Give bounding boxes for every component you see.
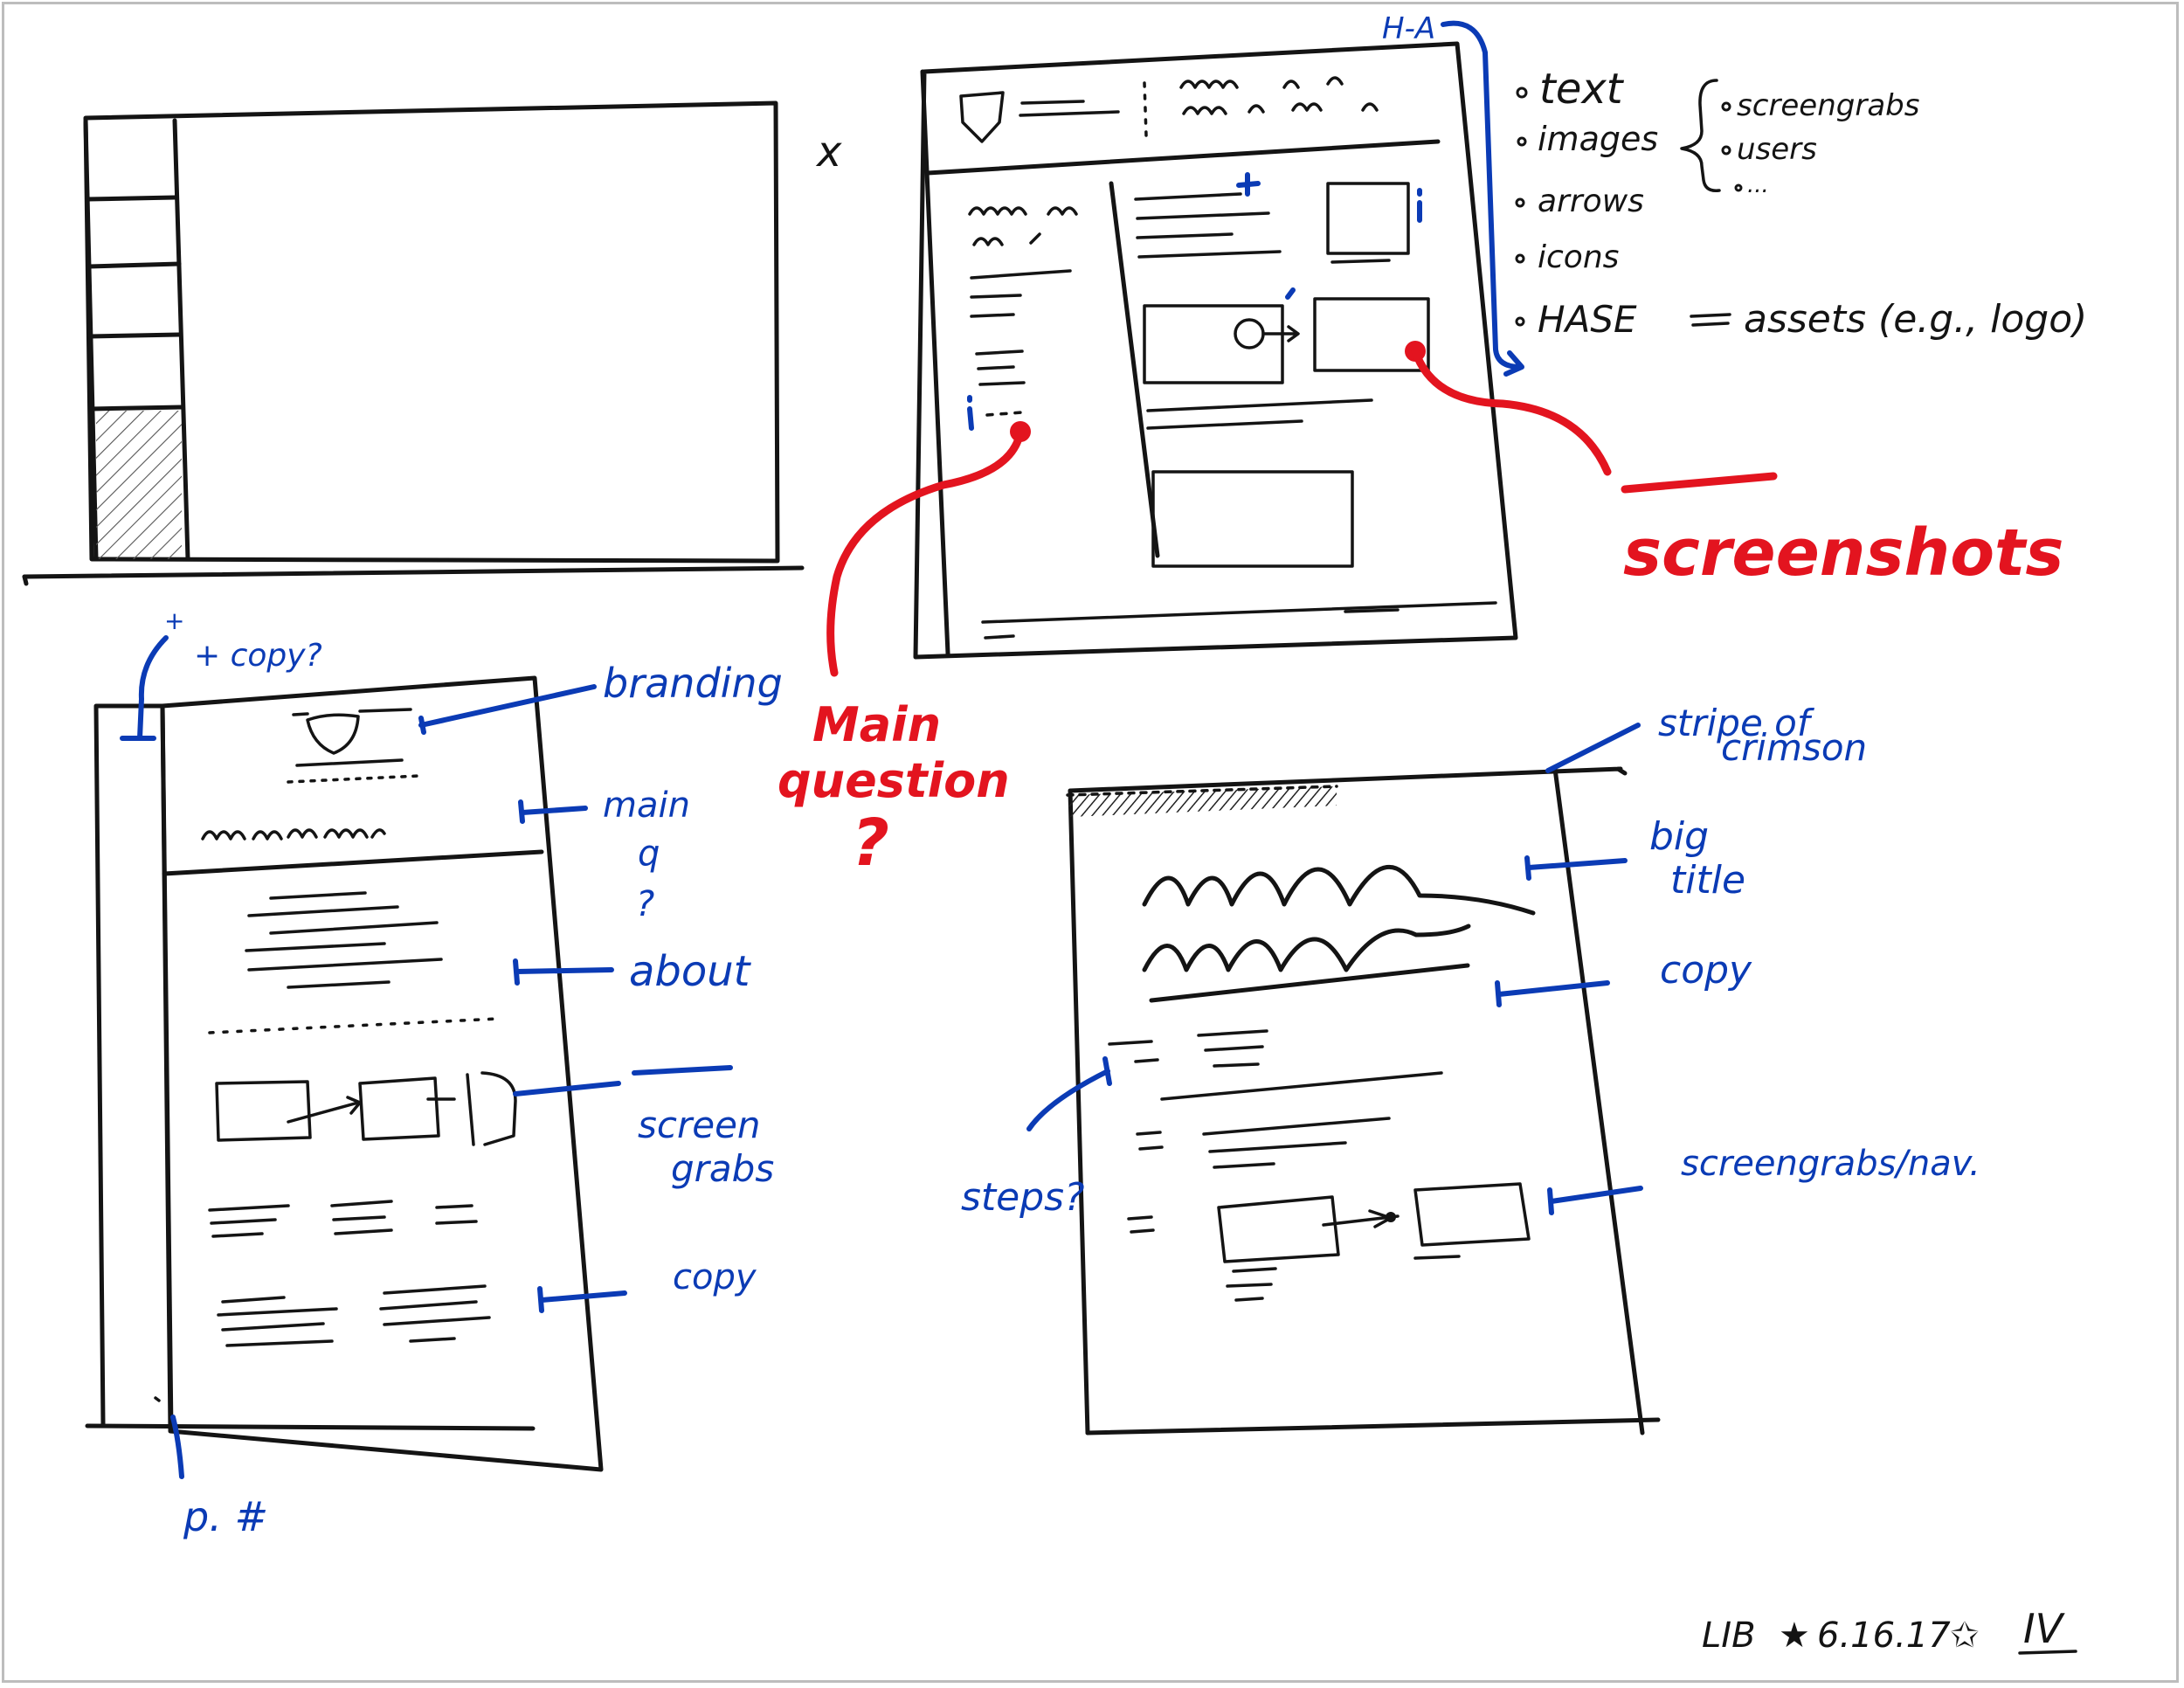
copy-right-label: copy <box>1660 948 1752 993</box>
main-q-label-2: q <box>638 834 660 874</box>
subtype-screengrabs: screengrabs <box>1737 88 1919 123</box>
top-right-label: H-A <box>1382 11 1435 46</box>
stripe-label-1: stripe of <box>1658 702 1815 744</box>
main-question-mark: ? <box>852 806 889 881</box>
screen-grabs-label-2: grabs <box>671 1147 774 1190</box>
main-question-annotation: Main question ? <box>778 421 1031 881</box>
branding-label: branding <box>603 660 783 707</box>
screengrabs-nav-label: screengrabs/nav. <box>1681 1144 1980 1184</box>
copy-left-label: copy <box>673 1257 757 1297</box>
mobile-page-wireframe <box>85 675 604 1472</box>
signature-page: IV <box>2023 1605 2066 1652</box>
mobile-page-annotations: + + copy? branding main q ? about screen… <box>120 606 783 1540</box>
star-outline-icon: ✩ <box>1950 1615 1980 1656</box>
content-type-text: text <box>1539 65 1625 114</box>
laptop-wireframe <box>22 100 805 586</box>
subtype-more: ... <box>1747 172 1769 198</box>
main-q-label-1: main <box>603 785 690 826</box>
content-type-images: images <box>1538 120 1658 158</box>
plus-copy-label: + copy? <box>194 638 322 674</box>
desktop-page-annotations: stripe of crimson big title copy steps? … <box>961 702 1980 1220</box>
content-type-list: text images arrows icons HASE assets (e.… <box>1515 65 2087 342</box>
content-type-arrows: arrows <box>1538 183 1644 219</box>
subtype-users: users <box>1737 132 1817 167</box>
main-question-line1: Main <box>812 697 941 752</box>
webpage-wireframe <box>913 41 1518 660</box>
big-title-label-2: title <box>1670 858 1745 903</box>
page-number-label: p. # <box>183 1493 268 1540</box>
steps-label: steps? <box>961 1175 1084 1220</box>
about-label: about <box>629 947 752 996</box>
star-icon: ★ <box>1779 1615 1810 1656</box>
stripe-label-2: crimson <box>1721 726 1867 769</box>
signature-initials: LIB <box>1702 1615 1756 1656</box>
content-type-hase: HASE <box>1538 298 1637 341</box>
close-mark: x <box>815 128 842 176</box>
plus-copy-plus: + <box>164 606 184 635</box>
screenshots-label: screenshots <box>1623 515 2063 591</box>
main-q-label-3: ? <box>636 884 654 924</box>
screenshots-annotation: screenshots <box>1405 341 2063 591</box>
main-question-line2: question <box>778 753 1010 808</box>
signature-date: 6.16.17 <box>1817 1615 1951 1656</box>
content-type-icons: icons <box>1538 239 1619 275</box>
big-title-label-1: big <box>1649 814 1709 859</box>
desktop-page-wireframe <box>1066 766 1661 1435</box>
signature: LIB ★ 6.16.17 ✩ IV <box>1702 1605 2077 1656</box>
assets-note: assets (e.g., logo) <box>1744 297 2087 342</box>
screen-grabs-label-1: screen <box>638 1103 761 1146</box>
